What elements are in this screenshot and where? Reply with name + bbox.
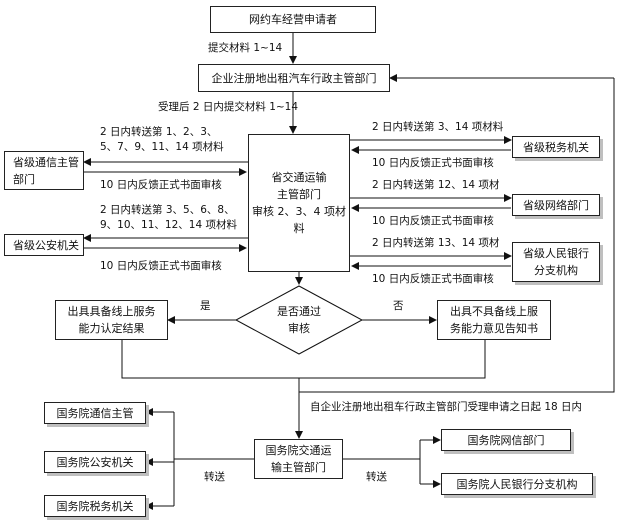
prov-transport-box: 省交通运输 主管部门 审核 2、3、4 项材 料 <box>248 134 350 272</box>
prov-bank-box: 省级人民银行 分支机构 <box>512 242 600 282</box>
state-police-box: 国务院公安机关 <box>44 451 146 473</box>
label-accept: 受理后 2 日内提交材料 1~14 <box>158 101 299 113</box>
label-no: 否 <box>393 300 404 312</box>
state-bank-box: 国务院人民银行分支机构 <box>441 473 593 495</box>
prov-tax-box: 省级税务机关 <box>512 136 600 158</box>
label-from-comm: 10 日内反馈正式书面审核 <box>100 179 222 191</box>
line-fail-down <box>299 340 486 379</box>
prov-comm-box: 省级通信主管 部门 <box>4 151 84 190</box>
label-to-tax: 2 日内转送第 3、14 项材料 <box>372 121 504 133</box>
label-forward-right: 转送 <box>366 471 387 483</box>
cert-fail-box: 出具不具备线上服 务能力意见告知书 <box>437 300 551 340</box>
label-from-bank: 10 日内反馈正式书面审核 <box>372 273 494 285</box>
label-from-tax: 10 日内反馈正式书面审核 <box>372 157 494 169</box>
line-feedback <box>299 78 615 393</box>
applicant-box: 网约车经营申请者 <box>210 6 376 33</box>
prov-network-box: 省级网络部门 <box>512 194 600 216</box>
state-transport-box: 国务院交通运 输主管部门 <box>254 439 343 479</box>
line-ok-down <box>121 340 299 379</box>
state-tax-box: 国务院税务机关 <box>44 495 146 517</box>
cert-ok-box: 出具具备线上服务 能力认定结果 <box>55 300 168 340</box>
label-from-police: 10 日内反馈正式书面审核 <box>100 260 222 272</box>
label-submit: 提交材料 1~14 <box>208 42 283 54</box>
state-comm-box: 国务院通信主管 <box>44 402 146 424</box>
label-to-comm: 2 日内转送第 1、2、3、 5、7、9、11、14 项材料 <box>100 126 224 153</box>
label-deadline: 自企业注册地出租车行政主管部门受理申请之日起 18 日内 <box>310 401 583 413</box>
label-forward-left: 转送 <box>204 471 225 483</box>
label-to-network: 2 日内转送第 12、14 项材 <box>372 179 500 191</box>
enterprise-dept-box: 企业注册地出租汽车行政主管部门 <box>198 64 390 92</box>
decision-label: 是否通过 审核 <box>277 305 321 335</box>
label-yes: 是 <box>200 300 211 312</box>
label-to-police: 2 日内转送第 3、5、6、8、 9、10、11、12、14 项材料 <box>100 204 237 231</box>
label-to-bank: 2 日内转送第 13、14 项材 <box>372 237 500 249</box>
prov-police-box: 省级公安机关 <box>4 234 84 256</box>
label-from-network: 10 日内反馈正式书面审核 <box>372 215 494 227</box>
state-cyber-box: 国务院网信部门 <box>441 429 571 451</box>
decision-diamond <box>234 285 364 355</box>
